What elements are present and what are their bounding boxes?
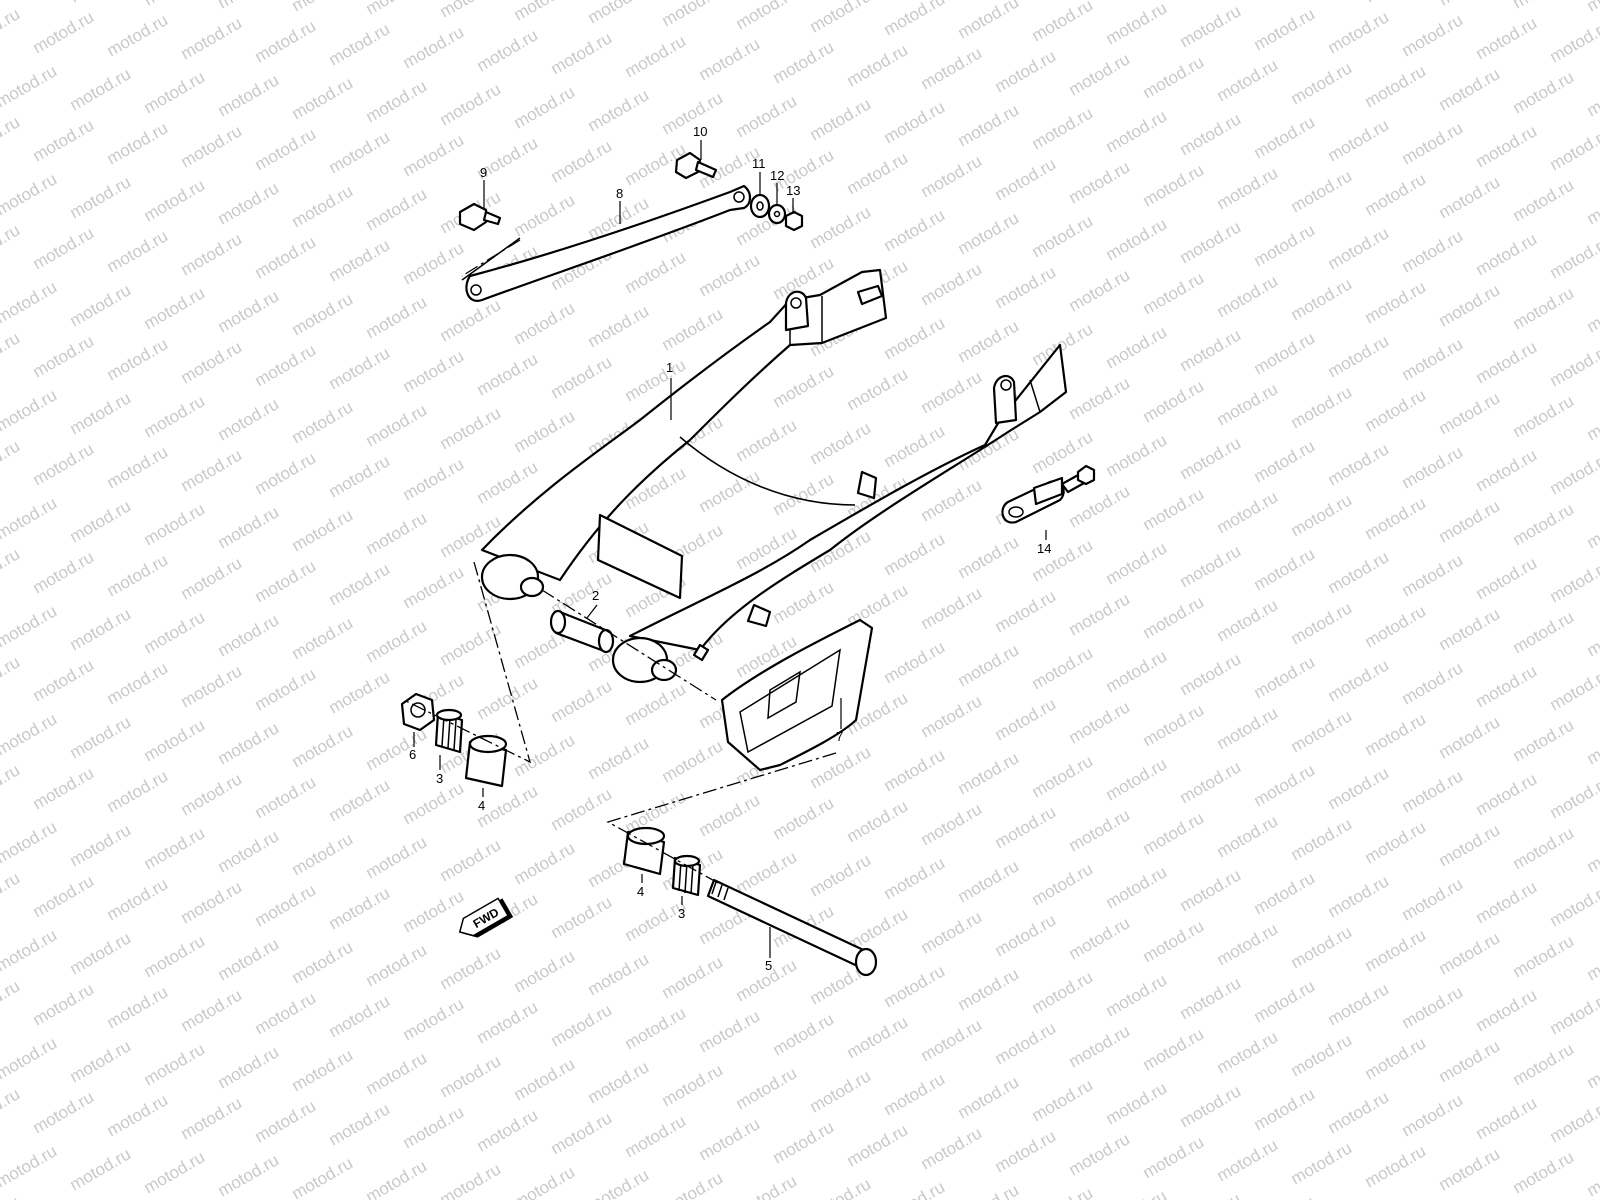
- callout-9: 9: [480, 165, 487, 180]
- torque-rod-part-8: [461, 184, 752, 302]
- bearing-part-3-left: [434, 708, 464, 754]
- callout-12: 12: [770, 168, 784, 183]
- washer-part-12: [767, 203, 787, 225]
- callout-2: 2: [592, 588, 599, 603]
- callout-11: 11: [752, 156, 766, 171]
- nut-part-13: [784, 210, 804, 232]
- callout-1: 1: [666, 360, 673, 375]
- washer-part-11: [749, 193, 771, 219]
- callout-8: 8: [616, 186, 623, 201]
- callout-3-right: 3: [678, 906, 685, 921]
- callout-10: 10: [693, 124, 707, 139]
- chain-case-part-7: [720, 618, 874, 772]
- assembly-lines: [403, 239, 837, 885]
- callout-4-right: 4: [637, 884, 644, 899]
- bearing-part-3-right: [671, 854, 702, 897]
- nut-part-6: [400, 692, 436, 732]
- callout-5: 5: [765, 958, 772, 973]
- swingarm-part-1: [480, 268, 1068, 684]
- leader-lines: [413, 140, 1047, 958]
- chain-adjuster-part-14: [1001, 464, 1096, 524]
- callout-6: 6: [409, 747, 416, 762]
- callout-4-left: 4: [478, 798, 485, 813]
- bushing-part-4-right: [622, 826, 666, 876]
- pivot-sleeve-part-2: [549, 609, 615, 654]
- bolt-part-10: [674, 151, 718, 180]
- callout-14: 14: [1037, 541, 1051, 556]
- callout-3-left: 3: [436, 771, 443, 786]
- pivot-shaft-part-5: [706, 878, 878, 977]
- bushing-part-4-left: [464, 734, 508, 788]
- callout-7: 7: [836, 729, 843, 744]
- fwd-direction-badge: FWD: [458, 897, 514, 938]
- callout-13: 13: [786, 183, 800, 198]
- bolt-part-9: [458, 202, 502, 232]
